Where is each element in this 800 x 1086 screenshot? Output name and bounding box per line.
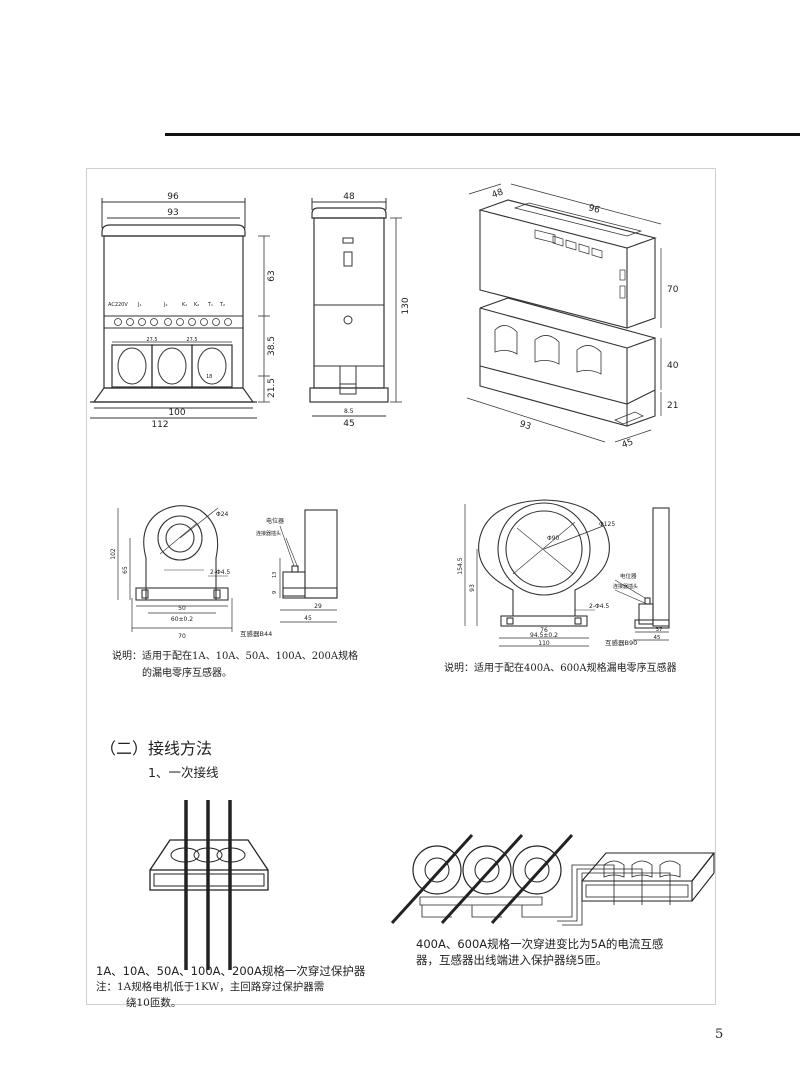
note-b90: 说明：适用于配在400A、600A规格漏电零序互感器 bbox=[444, 660, 677, 677]
b44-model-label: 互感器B44 bbox=[240, 629, 272, 638]
side-dim-48: 48 bbox=[343, 192, 355, 202]
ct-b90-drawing: 154.5 93 Φ90 Φ125 76 94.5±0.2 110 2-Φ4.5… bbox=[457, 499, 670, 647]
wiring-direct-line3: 绕10匝数。 bbox=[126, 997, 182, 1009]
section-heading: （二）接线方法 bbox=[100, 739, 213, 758]
wiring-ct-line2: 器，互感器出线端进入保护器绕5匝。 bbox=[416, 953, 608, 967]
b44-dim-29: 29 bbox=[314, 603, 322, 610]
iso-dim-96: 96 bbox=[587, 203, 601, 216]
front-dim-100: 100 bbox=[168, 408, 185, 418]
note-b44: 说明：适用于配在1A、10A、50A、100A、200A规格 的漏电零序互感器。 bbox=[112, 648, 358, 682]
iso-dim-40: 40 bbox=[667, 361, 679, 371]
b44-dim-60: 60±0.2 bbox=[171, 616, 193, 623]
b90-model-label: 互感器B90 bbox=[605, 638, 637, 647]
iso-dim-70: 70 bbox=[667, 285, 679, 295]
wiring-direct-line2: 注：1A规格电机低于1KW，主回路穿过保护器需 bbox=[96, 981, 325, 993]
note-b44-line2: 的漏电零序互感器。 bbox=[142, 668, 232, 679]
note-b90-line1: 说明：适用于配在400A、600A规格漏电零序互感器 bbox=[444, 663, 677, 674]
iso-dim-21: 21 bbox=[667, 401, 678, 411]
front-dim-27-5-a: 27.5 bbox=[146, 337, 157, 343]
b90-dim-45: 45 bbox=[654, 635, 661, 641]
front-dim-112: 112 bbox=[151, 420, 168, 430]
b90-label-connector: 连接器插头 bbox=[613, 583, 638, 590]
terminal-t1: T₁ bbox=[207, 302, 213, 308]
header-rule bbox=[165, 133, 800, 136]
b90-dim-outer: Φ125 bbox=[599, 521, 615, 528]
iso-dim-93: 93 bbox=[518, 419, 532, 432]
b90-dim-mount-hole: 2-Φ4.5 bbox=[589, 603, 609, 610]
b44-dim-mount-hole: 2-Φ4.5 bbox=[210, 569, 230, 576]
b44-dim-45: 45 bbox=[304, 615, 312, 622]
side-dim-45: 45 bbox=[343, 419, 354, 429]
b44-dim-50: 50 bbox=[178, 605, 186, 612]
b44-dim-65: 65 bbox=[122, 566, 129, 574]
terminal-ac220v: AC220V bbox=[108, 302, 128, 308]
terminal-t2: T₂ bbox=[219, 302, 225, 308]
front-dim-21-5: 21.5 bbox=[267, 378, 277, 398]
wiring-ct-drawing bbox=[390, 833, 716, 926]
page-number: 5 bbox=[715, 1027, 724, 1042]
b44-dim-102: 102 bbox=[110, 548, 117, 560]
front-view-drawing: 96 93 63 38.5 21.5 100 112 27.5 27.5 18 … bbox=[90, 192, 277, 430]
isometric-view-drawing: 48 96 70 40 21 93 45 bbox=[466, 183, 679, 451]
front-dim-18: 18 bbox=[206, 374, 212, 380]
b90-label-potentiometer: 电位器 bbox=[620, 572, 637, 580]
side-dim-8-5: 8.5 bbox=[344, 408, 354, 415]
b90-dim-154-5: 154.5 bbox=[457, 557, 464, 574]
note-b44-line1: 说明：适用于配在1A、10A、50A、100A、200A规格 bbox=[112, 651, 359, 662]
ct-b44-drawing: 102 65 Φ24 50 60±0.2 70 2-Φ4.5 13 9 29 4… bbox=[110, 505, 338, 640]
side-view-drawing: 48 130 45 8.5 bbox=[309, 192, 411, 429]
b44-dim-70: 70 bbox=[178, 633, 186, 640]
front-dim-93: 93 bbox=[167, 208, 178, 218]
wiring-direct-drawing bbox=[149, 800, 269, 970]
terminal-j1: J₁ bbox=[137, 302, 141, 308]
side-dim-130: 130 bbox=[401, 297, 411, 314]
b90-dim-93: 93 bbox=[469, 584, 476, 592]
terminal-j2: J₂ bbox=[163, 302, 167, 308]
front-dim-38-5: 38.5 bbox=[267, 336, 277, 356]
b90-dim-94-5: 94.5±0.2 bbox=[530, 632, 558, 639]
front-dim-27-5-b: 27.5 bbox=[186, 337, 197, 343]
b90-dim-37: 37 bbox=[656, 627, 663, 633]
terminal-k1: K₁ bbox=[182, 302, 187, 308]
iso-dim-48: 48 bbox=[491, 187, 505, 200]
front-dim-96: 96 bbox=[167, 192, 179, 202]
section-subheading: 1、一次接线 bbox=[148, 765, 219, 780]
drawing-frame bbox=[86, 168, 716, 1005]
b44-dim-hole: Φ24 bbox=[216, 511, 229, 518]
terminal-k2: K₂ bbox=[194, 302, 199, 308]
wiring-direct-caption: 1A、10A、50A、100A、200A规格一次穿过保护器 注：1A规格电机低于… bbox=[96, 963, 365, 1011]
b90-dim-hole: Φ90 bbox=[547, 535, 560, 542]
b90-dim-110: 110 bbox=[538, 640, 550, 647]
b44-dim-9: 9 bbox=[272, 591, 278, 594]
b44-label-potentiometer: 电位器 bbox=[266, 517, 284, 525]
wiring-ct-line1: 400A、600A规格一次穿进变比为5A的电流互感 bbox=[416, 937, 664, 951]
b44-label-connector: 连接器插头 bbox=[256, 530, 281, 537]
front-dim-63: 63 bbox=[267, 270, 277, 281]
b44-dim-13: 13 bbox=[272, 572, 278, 578]
iso-dim-45: 45 bbox=[621, 438, 635, 451]
wiring-direct-line1: 1A、10A、50A、100A、200A规格一次穿过保护器 bbox=[96, 964, 366, 978]
b90-dim-76: 76 bbox=[540, 627, 548, 634]
wiring-ct-caption: 400A、600A规格一次穿进变比为5A的电流互感 器，互感器出线端进入保护器绕… bbox=[416, 936, 663, 968]
